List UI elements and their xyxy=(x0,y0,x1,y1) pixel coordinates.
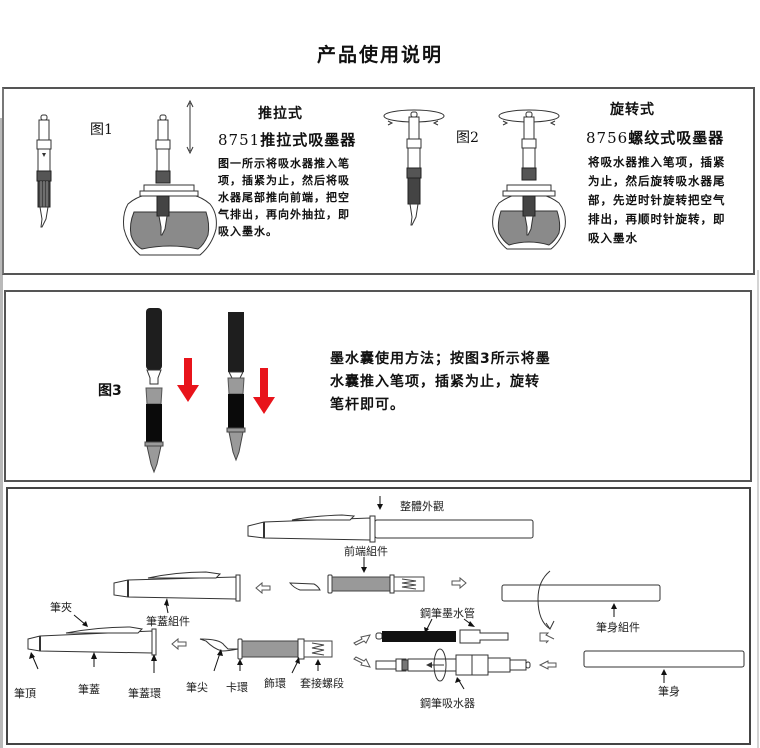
part-clip-label: 筆夾 xyxy=(50,601,72,614)
body-assembly-label: 筆身組件 xyxy=(596,621,640,634)
cap-parts-illustration xyxy=(27,614,187,673)
panel-parts-diagram: 整體外觀 前端組件 筆蓋組件 筆身組 xyxy=(6,487,751,745)
figure-3-label: 图3 xyxy=(98,383,122,399)
push-pull-heading: 推拉式 xyxy=(258,106,303,122)
barrel-illustration xyxy=(583,650,745,683)
description-line: 部，先逆时针旋转把空气 xyxy=(588,193,726,207)
description-line: 项，插紧为止，然后将吸 xyxy=(218,174,350,187)
pen-with-cartridge-separated-illustration xyxy=(144,308,199,474)
description-line: 笔杆即可。 xyxy=(330,397,405,413)
twist-heading: 旋转式 xyxy=(610,102,655,118)
overall-appearance-label: 整體外觀 xyxy=(400,500,444,513)
description-line: 气排出，再向外抽拉，即 xyxy=(218,208,350,221)
twist-model-name: 螺纹式吸墨器 xyxy=(628,129,725,147)
front-parts-illustration xyxy=(199,634,371,674)
pen-with-cartridge-assembled-illustration xyxy=(226,312,275,462)
ink-tube-label: 鋼筆墨水管 xyxy=(420,607,475,620)
page-title: 产品使用说明 xyxy=(316,44,443,66)
cap-assembly-illustration xyxy=(113,571,271,614)
panel-converter-instructions: 图1 推拉式 8751推拉式吸墨器 图一所示将吸水器推入笔 项，插紧为止，然后将… xyxy=(2,87,755,275)
push-pull-description: 图一所示将吸水器推入笔 项，插紧为止，然后将吸 水器尾部推向前端，把空 气排出，… xyxy=(218,155,388,240)
ink-bottle-push-pull-illustration xyxy=(123,99,217,256)
description-line: 排出，再顺时针旋转，即 xyxy=(588,212,726,226)
description-line: 吸入墨水。 xyxy=(218,225,278,238)
red-arrow-head xyxy=(177,385,199,402)
part-thread-section-label: 套接螺段 xyxy=(300,677,344,690)
body-assembly-illustration xyxy=(501,570,661,630)
description-line: 吸入墨水 xyxy=(588,231,638,245)
description-line: 水囊推入笔项，插紧为止，旋转 xyxy=(330,374,540,390)
left-edge-strip xyxy=(0,118,3,748)
description-line: 水器尾部推向前端，把空 xyxy=(218,191,350,204)
twist-model-number: 8756 xyxy=(586,129,629,147)
part-trim-ring-label: 飾環 xyxy=(264,677,286,690)
twist-model: 8756螺纹式吸墨器 xyxy=(586,127,724,148)
push-pull-model-number: 8751 xyxy=(218,131,261,149)
barrel-label: 筆身 xyxy=(658,685,680,698)
ink-tube-illustration xyxy=(375,618,555,644)
part-cap-top-label: 筆頂 xyxy=(14,687,36,700)
converter-illustration xyxy=(375,648,557,690)
description-line: 为止，然后旋转吸水器尾 xyxy=(588,174,726,188)
description-line: 图一所示将吸水器推入笔 xyxy=(218,157,350,170)
overall-pen-illustration xyxy=(247,496,534,543)
cap-assembly-label: 筆蓋組件 xyxy=(146,615,190,628)
part-cap-ring-label: 筆蓋環 xyxy=(128,687,161,700)
red-arrow-shaft xyxy=(184,358,192,386)
push-pull-model-name: 推拉式吸墨器 xyxy=(260,131,357,149)
red-arrow-shaft xyxy=(260,368,268,398)
ink-bottle-twist-illustration xyxy=(492,109,566,250)
twist-description: 将吸水器推入笔项，插紧 为止，然后旋转吸水器尾 部，先逆时针旋转把空气 排出，再… xyxy=(588,153,748,248)
push-pull-model: 8751推拉式吸墨器 xyxy=(218,129,356,150)
description-line: 墨水囊使用方法；按图3所示将墨 xyxy=(330,351,551,367)
front-assembly-label: 前端組件 xyxy=(344,545,388,558)
figure-2-label: 图2 xyxy=(456,130,479,146)
figure-1-label: 图1 xyxy=(90,122,113,138)
part-clamp-ring-label: 卡環 xyxy=(226,681,248,694)
panel-cartridge-instructions: 图3 墨水囊使用方法；按图3所示将墨 水囊推入笔项，插紧为止，旋转 笔杆即可。 xyxy=(4,290,752,482)
twist-converter-illustration xyxy=(383,109,445,226)
push-pull-converter-illustration xyxy=(36,114,52,228)
cartridge-description: 墨水囊使用方法；按图3所示将墨 水囊推入笔项，插紧为止，旋转 笔杆即可。 xyxy=(330,348,590,417)
front-assembly-illustration xyxy=(288,557,467,594)
converter-label: 鋼筆吸水器 xyxy=(420,697,475,710)
description-line: 将吸水器推入笔项，插紧 xyxy=(588,155,726,169)
red-arrow-head xyxy=(253,397,275,414)
part-nib-label: 筆尖 xyxy=(186,681,208,694)
part-cap-label: 筆蓋 xyxy=(78,683,100,696)
right-edge-strip xyxy=(757,270,759,748)
